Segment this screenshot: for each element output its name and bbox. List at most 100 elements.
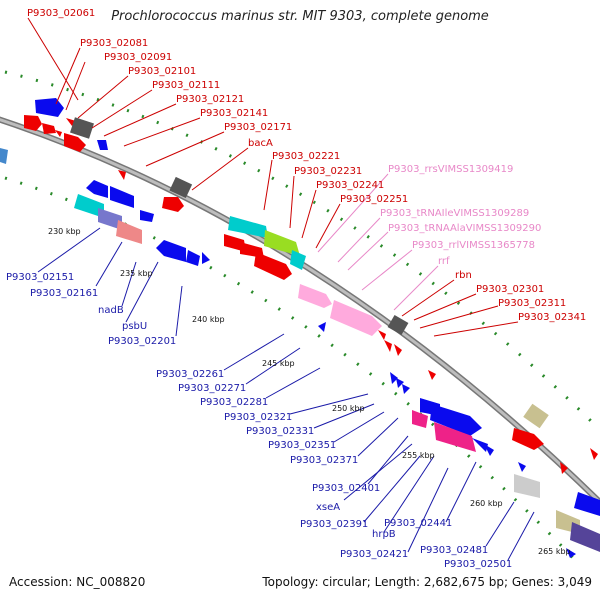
gene-label: P9303_02241 bbox=[316, 180, 384, 191]
gene-label: P9303_02301 bbox=[476, 284, 544, 295]
forward-gene-labels[interactable]: P9303_02061 P9303_02081 P9303_02091 P930… bbox=[27, 8, 586, 323]
reverse-callouts bbox=[37, 227, 535, 561]
gene-label: P9303_02231 bbox=[294, 166, 362, 177]
gene-feature bbox=[42, 123, 56, 134]
rna-callouts bbox=[317, 173, 439, 311]
forward-strand-features[interactable] bbox=[24, 98, 600, 516]
gene-label: hrpB bbox=[372, 529, 396, 540]
genome-summary-text: Topology: circular; Length: 2,682,675 bp… bbox=[262, 575, 592, 589]
gene-feature bbox=[140, 210, 154, 222]
gene-label: P9303_02171 bbox=[224, 122, 292, 133]
gene-feature bbox=[430, 404, 482, 436]
gene-label: rbn bbox=[455, 270, 472, 281]
gene-feature bbox=[523, 403, 549, 429]
gene-feature bbox=[318, 322, 326, 332]
gene-label: P9303_02401 bbox=[312, 483, 380, 494]
gene-label: P9303_02441 bbox=[384, 518, 452, 529]
gene-feature bbox=[186, 250, 200, 266]
gene-label: P9303_02481 bbox=[420, 545, 488, 556]
gene-feature bbox=[566, 548, 576, 558]
gene-feature bbox=[390, 372, 398, 384]
gene-label: P9303_02251 bbox=[340, 194, 408, 205]
gene-feature bbox=[156, 240, 186, 262]
gene-feature bbox=[560, 462, 568, 474]
gene-feature bbox=[74, 194, 104, 218]
gene-feature bbox=[484, 444, 494, 456]
tick-label: 240 kbp bbox=[192, 315, 225, 324]
gene-feature bbox=[202, 252, 210, 264]
tick-label: 260 kbp bbox=[470, 499, 503, 508]
rna-feature bbox=[298, 284, 332, 308]
gene-label: bacA bbox=[248, 138, 273, 149]
rna-label: rrf bbox=[438, 256, 450, 267]
gene-label: P9303_02421 bbox=[340, 549, 408, 560]
gene-feature bbox=[396, 378, 404, 388]
gene-feature bbox=[394, 344, 402, 356]
gene-feature bbox=[428, 370, 436, 380]
gene-label: P9303_02221 bbox=[272, 151, 340, 162]
rna-label: P9303_tRNAAlaVIMSS1309290 bbox=[388, 223, 541, 234]
gene-feature bbox=[384, 340, 392, 352]
rna-label: P9303_rrsVIMSS1309419 bbox=[388, 164, 513, 175]
gene-feature bbox=[290, 250, 306, 270]
gene-feature bbox=[162, 197, 184, 212]
gene-feature bbox=[570, 522, 600, 552]
tick-label: 235 kbp bbox=[120, 269, 153, 278]
gene-label: P9303_02201 bbox=[108, 336, 176, 347]
gene-label: P9303_02121 bbox=[176, 94, 244, 105]
gene-label: P9303_02341 bbox=[518, 312, 586, 323]
tick-labels: 230 kbp 235 kbp 240 kbp 245 kbp 250 kbp … bbox=[48, 227, 571, 556]
gene-feature bbox=[514, 474, 540, 498]
rna-gene-labels[interactable]: P9303_rrsVIMSS1309419 P9303_tRNAIleVIMSS… bbox=[380, 164, 541, 267]
tick-label: 245 kbp bbox=[262, 359, 295, 368]
gene-feature bbox=[518, 462, 526, 472]
gene-feature bbox=[64, 133, 86, 152]
gene-feature bbox=[169, 176, 193, 199]
gene-label: P9303_02161 bbox=[30, 288, 98, 299]
rna-label: P9303_tRNAIleVIMSS1309289 bbox=[380, 208, 529, 219]
tick-label: 265 kbp bbox=[538, 547, 571, 556]
gene-label: P9303_02061 bbox=[27, 8, 95, 19]
gene-feature bbox=[70, 117, 94, 139]
rna-label: P9303_rrlVIMSS1365778 bbox=[412, 240, 535, 251]
reverse-gene-labels[interactable]: P9303_02151 P9303_02161 nadB psbU P9303_… bbox=[6, 272, 512, 570]
tick-label: 230 kbp bbox=[48, 227, 81, 236]
outer-dotted-ring bbox=[4, 70, 600, 432]
gene-feature bbox=[402, 384, 410, 394]
gene-feature bbox=[118, 170, 126, 180]
gene-label: P9303_02331 bbox=[246, 426, 314, 437]
gene-label: P9303_02391 bbox=[300, 519, 368, 530]
accession-text: Accession: NC_008820 bbox=[9, 575, 146, 589]
gene-feature bbox=[434, 422, 476, 452]
gene-feature bbox=[0, 148, 8, 164]
gene-label: nadB bbox=[98, 305, 124, 316]
forward-callouts bbox=[27, 17, 519, 337]
gene-label: P9303_02371 bbox=[290, 455, 358, 466]
gene-label: P9303_02151 bbox=[6, 272, 74, 283]
gene-label: psbU bbox=[122, 321, 147, 332]
gene-label: P9303_02271 bbox=[178, 383, 246, 394]
gene-label: P9303_02261 bbox=[156, 369, 224, 380]
gene-label: xseA bbox=[316, 502, 340, 513]
gene-feature bbox=[116, 220, 142, 244]
genome-backbone bbox=[0, 116, 600, 507]
gene-label: P9303_02111 bbox=[152, 80, 220, 91]
gene-label: P9303_02321 bbox=[224, 412, 292, 423]
gene-label: P9303_02141 bbox=[200, 108, 268, 119]
gene-feature bbox=[254, 252, 292, 280]
genome-title: Prochlorococcus marinus str. MIT 9303, c… bbox=[111, 9, 489, 24]
gene-feature bbox=[97, 140, 108, 150]
gene-feature bbox=[24, 115, 42, 131]
gene-feature bbox=[472, 438, 488, 452]
gene-feature bbox=[412, 410, 428, 428]
rna-feature bbox=[330, 300, 382, 336]
reverse-strand-features[interactable] bbox=[0, 148, 600, 558]
gene-feature bbox=[228, 216, 268, 238]
gene-feature bbox=[55, 130, 62, 137]
gene-label: P9303_02081 bbox=[80, 38, 148, 49]
tick-label: 255 kbp bbox=[402, 451, 435, 460]
tick-label: 250 kbp bbox=[332, 404, 365, 413]
gene-feature bbox=[387, 314, 409, 336]
gene-label: P9303_02091 bbox=[104, 52, 172, 63]
